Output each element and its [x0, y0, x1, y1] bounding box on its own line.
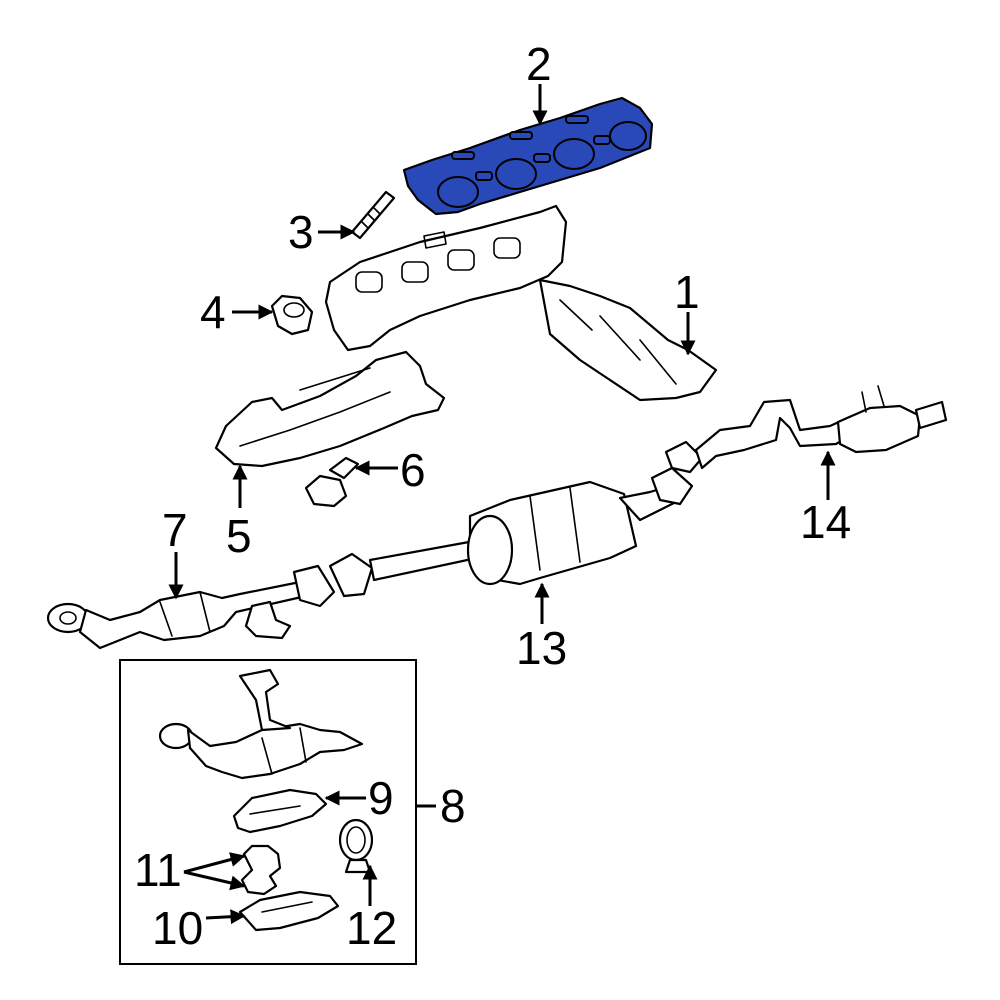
callout-2: 2	[526, 38, 552, 90]
part-6-bolt[interactable]	[304, 456, 360, 508]
callout-8: 8	[440, 780, 466, 832]
callout-9: 9	[368, 772, 394, 824]
part-11-gasket[interactable]	[240, 844, 282, 896]
callout-11: 11	[134, 844, 182, 896]
callout-6: 6	[400, 444, 426, 496]
callout-12: 12	[346, 902, 397, 954]
callout-14: 14	[800, 496, 851, 548]
part-8-kit-box	[119, 659, 436, 965]
part-5-heat-shield[interactable]	[214, 350, 446, 468]
leader-lines	[168, 84, 836, 925]
part-14-tail-pipe[interactable]	[664, 385, 948, 474]
callout-13: 13	[516, 622, 567, 674]
callout-1: 1	[674, 266, 700, 318]
part-12-clamp[interactable]	[338, 818, 374, 874]
callout-5: 5	[226, 510, 252, 562]
part-13-muffler[interactable]	[328, 466, 694, 598]
part-4-nut[interactable]	[270, 294, 314, 336]
part-7-front-pipe[interactable]	[46, 564, 336, 650]
part-10-lower-shield[interactable]	[238, 890, 340, 932]
part-1-exhaust-manifold[interactable]	[324, 204, 718, 402]
part-2-exhaust-manifold-gasket[interactable]	[402, 96, 654, 216]
part-8-converter-pipe[interactable]	[158, 668, 364, 780]
callout-10: 10	[152, 902, 203, 954]
part-9-heat-shield[interactable]	[232, 788, 328, 834]
part-3-stud[interactable]	[350, 190, 396, 240]
callout-3: 3	[288, 206, 314, 258]
callout-7: 7	[162, 504, 188, 556]
callout-4: 4	[200, 286, 226, 338]
